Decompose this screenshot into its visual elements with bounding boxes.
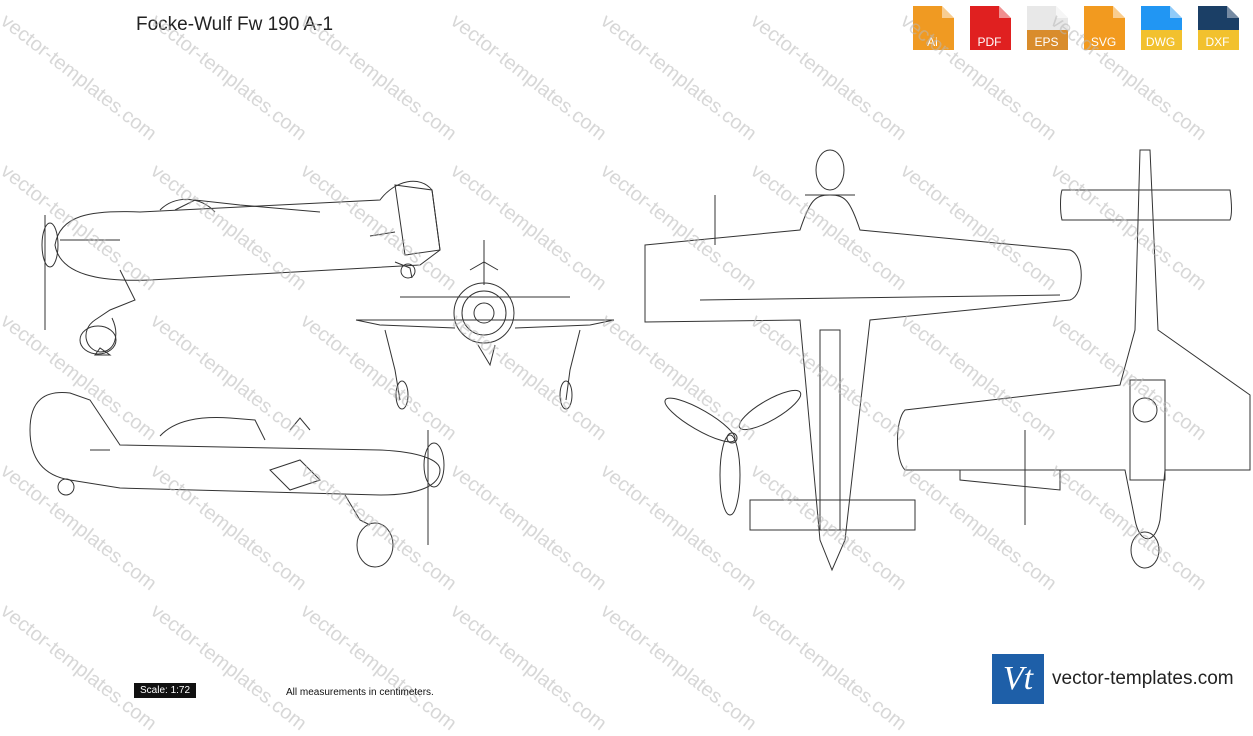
format-badge-eps[interactable]: EPS — [1023, 4, 1070, 52]
format-badge-ai[interactable]: Ai — [909, 4, 956, 52]
format-label: SVG — [1090, 35, 1117, 49]
format-badge-dwg[interactable]: DWG — [1137, 4, 1184, 52]
svg-file-icon — [1084, 6, 1125, 50]
bottom-view — [897, 149, 1251, 569]
format-label: EPS — [1034, 35, 1059, 49]
dwg-file-icon — [1141, 6, 1182, 50]
format-label: DWG — [1145, 35, 1176, 49]
format-badge-svg[interactable]: SVG — [1080, 4, 1127, 52]
format-badge-dxf[interactable]: DXF — [1194, 4, 1241, 52]
vt-logo-icon: Vt — [992, 654, 1044, 704]
format-label: Ai — [927, 35, 938, 49]
eps-file-icon — [1027, 6, 1068, 50]
top-view — [644, 149, 1082, 572]
side-view-left — [41, 180, 441, 356]
ai-file-icon — [913, 6, 954, 50]
format-badge-pdf[interactable]: PDF — [966, 4, 1013, 52]
dxf-file-icon — [1198, 6, 1239, 50]
scale-label: Scale: 1:72 — [134, 683, 197, 698]
pdf-file-icon — [970, 6, 1011, 50]
brand-link[interactable]: Vt vector-templates.com — [992, 654, 1234, 704]
format-badges: Ai PDF EPS SVG DWG DXF — [909, 4, 1241, 52]
page-title: Focke-Wulf Fw 190 A-1 — [136, 14, 334, 35]
measurement-note: All measurements in centimeters. — [286, 687, 434, 698]
brand-site-name: vector-templates.com — [1052, 668, 1234, 689]
side-view-right — [29, 391, 445, 568]
format-label: DXF — [1205, 35, 1230, 49]
front-view — [355, 240, 615, 410]
format-label: PDF — [977, 35, 1002, 49]
aircraft-drawings — [29, 149, 1251, 572]
